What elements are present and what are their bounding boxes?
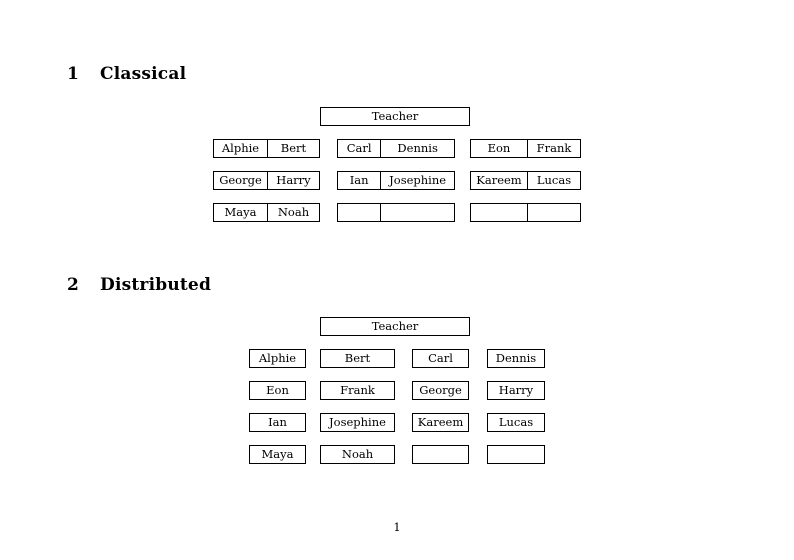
table-cell: Alphie [221, 141, 260, 155]
table-cell-empty [471, 204, 527, 221]
name-box: Eon [249, 381, 306, 400]
table-cell: Eon [487, 141, 511, 155]
table-cell-empty [380, 204, 454, 221]
table-row: Alphie Bert [213, 139, 320, 158]
table-row: Maya Noah [213, 203, 320, 222]
name-box: Bert [320, 349, 395, 368]
section-number: 2 [67, 275, 80, 295]
table-cell: Noah [266, 204, 319, 221]
teacher-box-classical: Teacher [320, 107, 470, 126]
table-row: George Harry [213, 171, 320, 190]
table-row: Kareem Lucas [470, 171, 581, 190]
table-cell: Harry [266, 172, 319, 189]
name-box-empty [487, 445, 545, 464]
table-cell: Ian [349, 173, 369, 187]
name-box: Ian [249, 413, 306, 432]
table-row: Carl Dennis [337, 139, 455, 158]
name-box: Harry [487, 381, 545, 400]
table-row: Ian Josephine [337, 171, 455, 190]
section-title: Classical [100, 64, 187, 84]
table-cell: Josephine [380, 172, 454, 189]
section-heading-distributed: 2 Distributed [67, 275, 211, 295]
name-box: George [412, 381, 469, 400]
section-title: Distributed [100, 275, 212, 295]
table-cell: Maya [224, 205, 257, 219]
name-box: Alphie [249, 349, 306, 368]
table-row: Eon Frank [470, 139, 581, 158]
name-box: Frank [320, 381, 395, 400]
table-cell: Frank [526, 140, 580, 157]
name-box: Lucas [487, 413, 545, 432]
table-cell-empty [526, 204, 580, 221]
table-cell-empty [338, 204, 380, 221]
teacher-box-distributed: Teacher [320, 317, 470, 336]
name-box: Carl [412, 349, 469, 368]
section-heading-classical: 1 Classical [67, 64, 186, 84]
name-box: Josephine [320, 413, 395, 432]
page-number: 1 [393, 520, 401, 534]
name-box: Maya [249, 445, 306, 464]
section-number: 1 [67, 64, 80, 84]
name-box: Kareem [412, 413, 469, 432]
table-row-empty [470, 203, 581, 222]
table-cell: Bert [266, 140, 319, 157]
table-cell: Lucas [526, 172, 580, 189]
table-cell: Carl [346, 141, 372, 155]
table-cell: George [219, 173, 262, 187]
table-row-empty [337, 203, 455, 222]
name-box: Dennis [487, 349, 545, 368]
table-cell: Dennis [380, 140, 454, 157]
name-box: Noah [320, 445, 395, 464]
name-box-empty [412, 445, 469, 464]
table-cell: Kareem [476, 173, 522, 187]
